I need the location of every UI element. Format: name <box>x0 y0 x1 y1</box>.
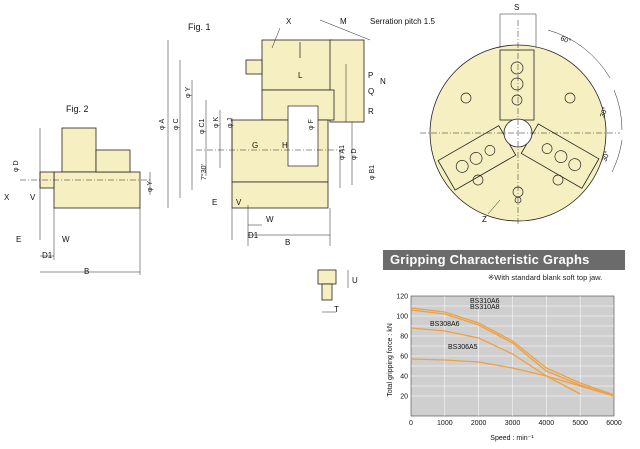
series-label-bs308a6: BS308A6 <box>430 321 460 328</box>
fig2-dim-v: V <box>30 193 36 202</box>
series-label-bs310a8: BS310A8 <box>470 304 500 311</box>
x-tick-label: 0 <box>409 420 413 427</box>
fig2-dim-d: φ D <box>13 160 20 172</box>
fig1-side-section: Fig. 1 X M Serration pitch 1.5 P N Q R <box>159 17 435 247</box>
front-dim-60: 60° <box>559 34 572 45</box>
fig2-dim-y: φ Y <box>147 181 154 192</box>
x-tick-label: 6000 <box>606 420 622 427</box>
fig1-dim-m: M <box>340 17 347 26</box>
fig1-dim-angle: 7°30' <box>200 164 208 180</box>
graph-note: ※With standard blank soft top jaw. <box>488 273 603 282</box>
fig2-dim-e: E <box>16 235 21 244</box>
fig2-label: Fig. 2 <box>66 104 89 114</box>
fig1-body-lower <box>231 181 329 209</box>
fig1-dim-c1: φ C1 <box>199 118 206 134</box>
fig1-dim-h: H <box>282 141 288 150</box>
jaw-detail-body <box>317 269 337 285</box>
x-tick-label: 3000 <box>505 420 521 427</box>
fig1-jaw-block <box>261 39 333 91</box>
fig1-dim-a1: φ A1 <box>339 145 346 160</box>
front-dim-s: S <box>514 3 519 12</box>
y-tick-label: 120 <box>396 294 408 301</box>
fig2-dim-x: X <box>4 193 10 202</box>
fig2-dim-b: B <box>84 267 89 276</box>
front-view: S 60° 30° 30° Z <box>420 3 623 226</box>
x-tick-label: 2000 <box>471 420 487 427</box>
gripping-chart: 20 40 60 80 100 120 0 1000 2000 3000 4000 5000 6000… <box>387 294 622 443</box>
fig1-dim-d: φ D <box>351 148 358 160</box>
x-tick-label: 1000 <box>437 420 453 427</box>
jaw-detail-stem <box>321 283 333 301</box>
plot-grid <box>411 296 614 416</box>
fig1-dim-d1: D1 <box>248 231 259 240</box>
graph-banner <box>383 250 625 270</box>
fig1-dim-c: φ C <box>173 118 180 130</box>
x-tick-labels: 0 1000 2000 3000 4000 5000 6000 <box>409 420 622 427</box>
y-tick-label: 80 <box>400 334 408 341</box>
fig1-dim-r: R <box>368 107 374 116</box>
front-dim-z: Z <box>482 215 487 224</box>
series-label-bs310a6: BS310A6 <box>470 298 500 305</box>
x-tick-label: 5000 <box>572 420 588 427</box>
fig2-body-upper <box>95 149 131 173</box>
fig1-dim-x: X <box>286 17 292 26</box>
fig1-dim-e: E <box>212 198 217 207</box>
fig1-dim-a: φ A <box>159 119 166 130</box>
series-line-bs308a6 <box>410 327 581 395</box>
fig1-dim-v: V <box>236 198 242 207</box>
front-dim-30a: 30° <box>598 106 609 119</box>
graph-title: Gripping Characteristic Graphs <box>390 252 590 267</box>
jaw-dim-t: T <box>334 305 339 314</box>
fig1-bolt-head <box>245 59 263 75</box>
fig1-label: Fig. 1 <box>188 22 211 32</box>
jaw-dim-u: U <box>352 276 358 285</box>
x-axis-label: Speed : min⁻¹ <box>490 435 534 442</box>
fig1-dim-g: G <box>252 141 258 150</box>
fig1-dim-b: B <box>285 238 290 247</box>
fig1-dim-q: Q <box>368 87 374 96</box>
y-tick-label: 40 <box>400 374 408 381</box>
series-line-bs310a6 <box>410 307 615 396</box>
fig2-side-section: Fig. 2 φ D φ Y X V E W D1 B <box>4 104 154 276</box>
fig1-dim-b1: φ B1 <box>369 165 376 180</box>
fig1-dim-y: φ Y <box>185 87 192 98</box>
fig1-dim-l: L <box>298 71 303 80</box>
fig1-dim-j: φ J <box>227 118 234 128</box>
jaw-top <box>499 49 535 121</box>
fig2-dim-d1: D1 <box>42 251 53 260</box>
front-dim-30b: 30° <box>600 150 611 163</box>
fig1-dim-p: P <box>368 71 373 80</box>
fig1-dim-k: φ K <box>213 117 220 128</box>
y-tick-label: 100 <box>396 314 408 321</box>
plot-series <box>410 307 615 397</box>
fig2-jaw <box>61 127 97 173</box>
jaw-detail: U T <box>317 269 358 314</box>
fig2-dim-w: W <box>62 235 70 244</box>
fig1-dim-w: W <box>266 215 274 224</box>
x-tick-label: 4000 <box>539 420 555 427</box>
y-tick-label: 20 <box>400 394 408 401</box>
fig1-top-jaw <box>329 39 365 123</box>
series-line-bs310a8 <box>410 309 615 397</box>
y-axis-label: Total gripping force : kN <box>387 323 394 397</box>
y-tick-labels: 20 40 60 80 100 120 <box>396 294 408 401</box>
fig1-dim-f: φ F <box>308 119 315 130</box>
fig2-body <box>53 171 141 209</box>
y-tick-label: 60 <box>400 354 408 361</box>
fig1-dim-n: N <box>380 77 386 86</box>
series-label-bs306a5: BS306A5 <box>448 344 478 351</box>
serration-note: Serration pitch 1.5 <box>370 17 435 26</box>
series-line-bs306a5 <box>410 358 615 397</box>
fig1-bore <box>287 105 319 167</box>
